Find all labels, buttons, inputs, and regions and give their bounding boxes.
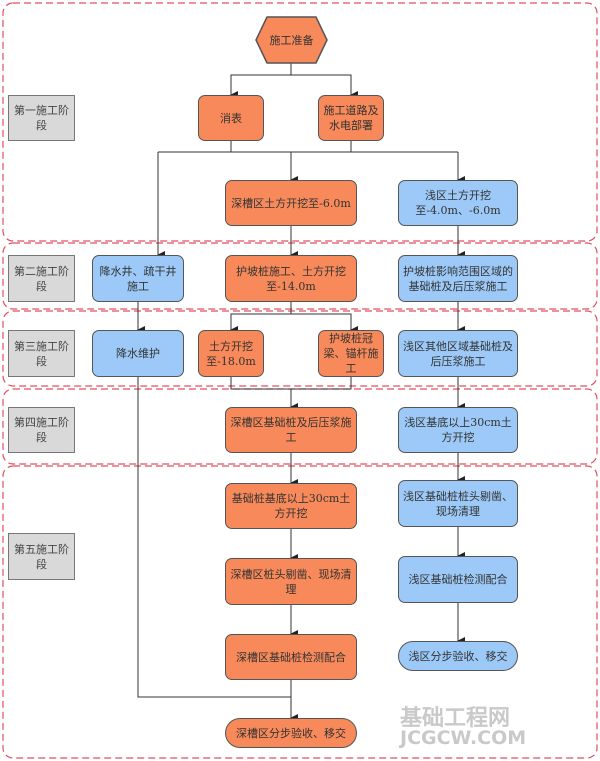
watermark-en: JCGCW.COM: [400, 727, 527, 749]
node-shallow4: 浅区基底以上30cm土方开挖: [398, 407, 518, 453]
node-deep5d: 深槽区分步验收、移交: [225, 718, 357, 748]
node-shallow5b: 浅区基础桩检测配合: [398, 556, 518, 603]
node-deep1: 深槽区土方开挖至-6.0m: [225, 180, 357, 226]
node-shallow5c: 浅区分步验收、移交: [398, 641, 518, 671]
phase-label-1: 第一施工阶段: [8, 95, 75, 141]
node-deep4: 深槽区基础桩及后压浆施工: [225, 407, 357, 453]
node-deep5a: 基础桩基底以上30cm土方开挖: [225, 483, 357, 529]
node-road: 施工道路及水电部署: [318, 95, 384, 141]
node-deep5c: 深槽区基础桩检测配合: [225, 634, 357, 680]
node-shallow3: 浅区其他区域基础桩及后压浆施工: [398, 330, 518, 377]
phase-label-3: 第三施工阶段: [8, 330, 75, 377]
watermark-cn: 基础工程网: [400, 706, 511, 731]
start-hexagon: [255, 16, 328, 64]
start-node: 施工准备: [269, 33, 314, 47]
phase-label-4: 第四施工阶段: [8, 407, 75, 453]
node-deep3b: 护坡桩冠梁、锚杆施工: [318, 330, 384, 377]
node-qingbiao: 消表: [198, 95, 264, 141]
node-shallow5a: 浅区基础桩桩头剔凿、现场清理: [398, 480, 518, 527]
node-deep5b: 深槽区桩头剔凿、现场清理: [225, 558, 357, 605]
phase-label-5: 第五施工阶段: [8, 533, 75, 580]
node-dewater-maint: 降水维护: [92, 330, 184, 377]
node-deep3a: 土方开挖至-18.0m: [198, 330, 264, 377]
node-deep2: 护坡桩施工、土方开挖至-14.0m: [225, 255, 357, 302]
node-shallow1: 浅区土方开挖至-4.0m、-6.0m: [398, 180, 518, 226]
node-dewater-well: 降水井、疏干井施工: [92, 255, 184, 302]
phase-label-2: 第二施工阶段: [8, 255, 75, 302]
node-shallow2: 护坡桩影响范围区域的基础桩及后压浆施工: [398, 255, 518, 302]
